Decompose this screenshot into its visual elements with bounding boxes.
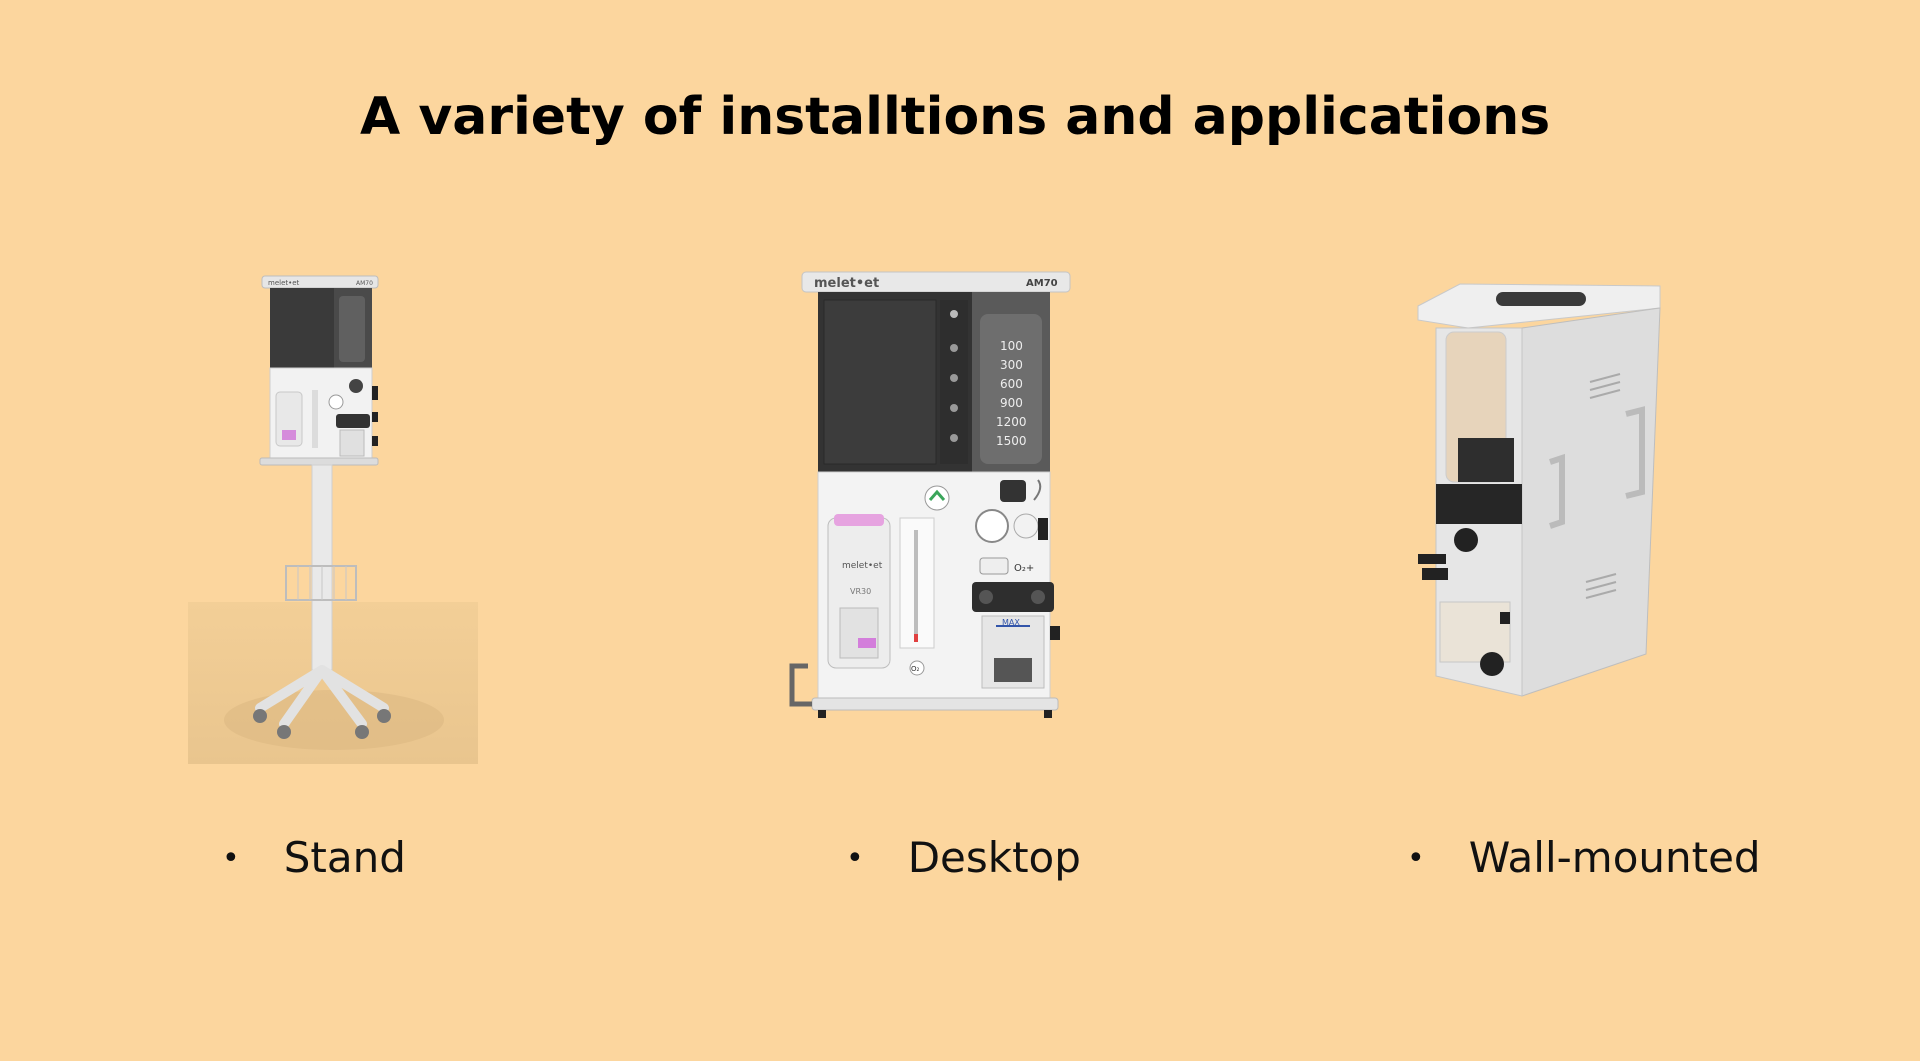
wall-mounted-label: • Wall-mounted	[1407, 828, 1761, 889]
stand-label: • Stand	[222, 828, 406, 889]
oxygen-plus-label: O₂+	[1014, 563, 1034, 574]
anesthesia-machine-desktop-icon: melet•et AM70 100 300 600 900 1200 1500	[789, 271, 1071, 718]
stand-label-text: Stand	[283, 833, 406, 882]
scale-value-1500: 1500	[996, 434, 1027, 448]
max-marker-text: MAX	[1002, 618, 1020, 627]
scale-value-1200: 1200	[996, 415, 1027, 429]
desktop-brand-text: melet•et	[814, 276, 879, 291]
desktop-product-image: melet•et AM70 100 300 600 900 1200 1500	[782, 268, 1082, 728]
stand-model-text: AM70	[356, 280, 373, 287]
scale-value-100: 100	[1000, 339, 1023, 353]
desktop-model-text: AM70	[1026, 278, 1058, 289]
wall-mounted-label-text: Wall-mounted	[1468, 833, 1761, 882]
desktop-bullet: •	[846, 841, 864, 876]
vaporizer-model-text: VR30	[850, 587, 871, 596]
anesthesia-machine-wall-mounted-icon	[1417, 283, 1661, 697]
anesthesia-machine-on-stand-icon: melet•et AM70	[188, 275, 478, 764]
desktop-label: • Desktop	[846, 828, 1081, 889]
scale-value-600: 600	[1000, 377, 1023, 391]
wall-mounted-product-image	[1410, 272, 1680, 702]
stand-brand-text: melet•et	[268, 279, 300, 287]
vaporizer-brand-text: melet•et	[842, 561, 883, 571]
stand-bullet: •	[222, 841, 240, 876]
desktop-label-text: Desktop	[907, 833, 1081, 882]
scale-value-900: 900	[1000, 396, 1023, 410]
oxygen-small-label: O₂	[911, 665, 920, 673]
wall-mounted-bullet: •	[1407, 841, 1425, 876]
slide-title: A variety of installtions and applicatio…	[360, 87, 1551, 147]
scale-value-300: 300	[1000, 358, 1023, 372]
stand-product-image: melet•et AM70	[186, 270, 486, 770]
